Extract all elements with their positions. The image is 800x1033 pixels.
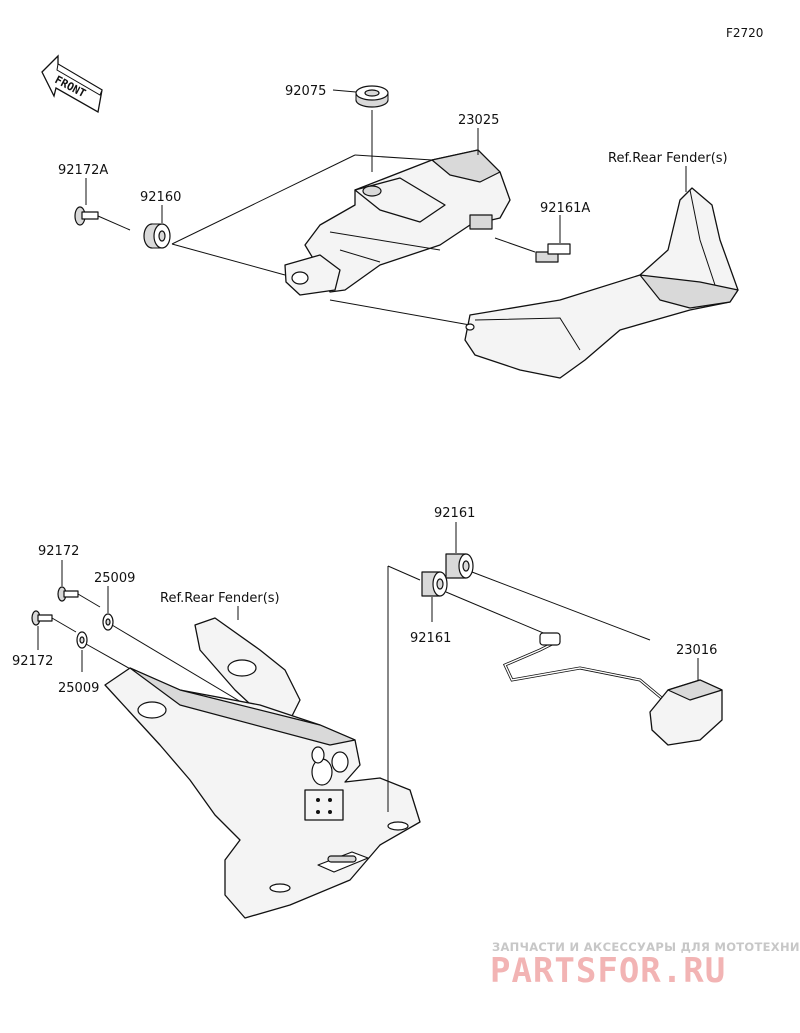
- callout-92161-a: 92161: [434, 506, 475, 521]
- license-lamp-23016: [502, 632, 723, 746]
- callout-92172-b: 92172: [12, 654, 53, 669]
- grommet-92160: [143, 223, 171, 249]
- washer-25009-b: [76, 631, 88, 649]
- bolt-92172A: [74, 206, 99, 226]
- front-arrow-icon: FRONT: [41, 54, 103, 114]
- license-bracket-bottom: [104, 667, 421, 919]
- ref-rear-fender-top: Ref.Rear Fender(s): [608, 151, 728, 166]
- rear-fender-bottom: [194, 617, 301, 721]
- washer-25009-a: [102, 613, 114, 631]
- figure-code: F2720: [726, 26, 763, 40]
- rear-fender-top: [464, 187, 739, 379]
- callout-23025: 23025: [458, 113, 499, 128]
- bracket-23025: [284, 149, 511, 296]
- callout-92172-a: 92172: [38, 544, 79, 559]
- callout-25009-b: 25009: [58, 681, 99, 696]
- bolt-92172-b: [31, 610, 53, 626]
- grommet-92161-a: [445, 553, 474, 579]
- callout-92160: 92160: [140, 190, 181, 205]
- callout-23016: 23016: [676, 643, 717, 658]
- callout-92161A: 92161A: [540, 201, 590, 216]
- clip-92161A: [535, 243, 571, 263]
- callout-92075: 92075: [285, 84, 326, 99]
- grommet-92161-b: [421, 571, 448, 597]
- bolt-92172-a: [57, 586, 79, 602]
- watermark-logo: PARTSFOR.RU: [490, 951, 726, 991]
- ref-rear-fender-bottom: Ref.Rear Fender(s): [160, 591, 280, 606]
- watermark-tagline: ЗАПЧАСТИ И АКСЕССУАРЫ ДЛЯ МОТОТЕХНИКИ: [492, 940, 800, 954]
- grommet-92075: [355, 85, 389, 108]
- callout-92161-b: 92161: [410, 631, 451, 646]
- callout-25009-a: 25009: [94, 571, 135, 586]
- callout-92172A: 92172A: [58, 163, 108, 178]
